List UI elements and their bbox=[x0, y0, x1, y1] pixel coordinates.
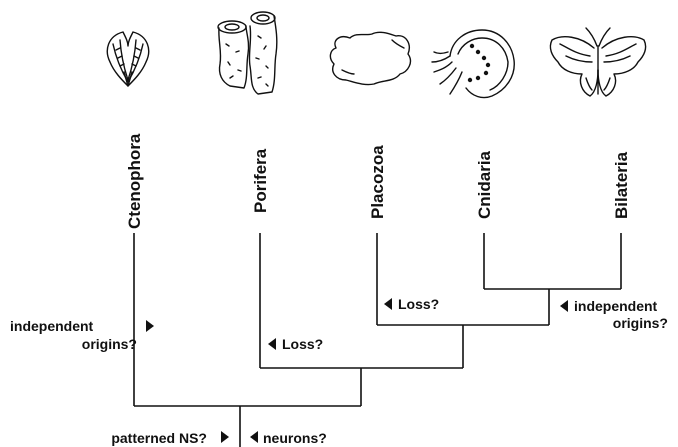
taxon-label-bilateria: Bilateria bbox=[612, 151, 631, 219]
left-arrow-icon bbox=[268, 338, 276, 350]
sponge-illustration bbox=[218, 12, 277, 94]
left-arrow-icon bbox=[560, 300, 568, 312]
right-arrow-icon bbox=[221, 431, 229, 443]
root-neurons-label: neurons? bbox=[263, 430, 327, 446]
right-origins-label-line2: origins? bbox=[613, 315, 668, 331]
right-arrow-icon bbox=[146, 320, 154, 332]
node-placozoa-eumetazoa bbox=[377, 325, 549, 368]
right-origins-label-line1: independent bbox=[574, 298, 658, 314]
taxon-label-porifera: Porifera bbox=[251, 148, 270, 213]
node-porifera-placozoa bbox=[260, 368, 463, 406]
left-origins-label-line1: independent bbox=[10, 318, 94, 334]
left-origins-label-line2: origins? bbox=[82, 336, 137, 352]
left-arrow-icon bbox=[250, 431, 258, 443]
placozoa-loss-label: Loss? bbox=[398, 296, 439, 312]
ctenophore-illustration bbox=[107, 32, 148, 86]
placozoan-illustration bbox=[330, 32, 410, 84]
taxon-label-cnidaria: Cnidaria bbox=[475, 150, 494, 219]
root-patterned-ns-label: patterned NS? bbox=[111, 430, 207, 446]
butterfly-illustration bbox=[550, 28, 645, 96]
taxon-label-ctenophora: Ctenophora bbox=[125, 133, 144, 229]
jellyfish-illustration bbox=[432, 30, 514, 98]
porifera-loss-label: Loss? bbox=[282, 336, 323, 352]
phylogenetic-tree bbox=[134, 233, 621, 447]
left-arrow-icon bbox=[384, 298, 392, 310]
taxon-label-placozoa: Placozoa bbox=[368, 145, 387, 219]
